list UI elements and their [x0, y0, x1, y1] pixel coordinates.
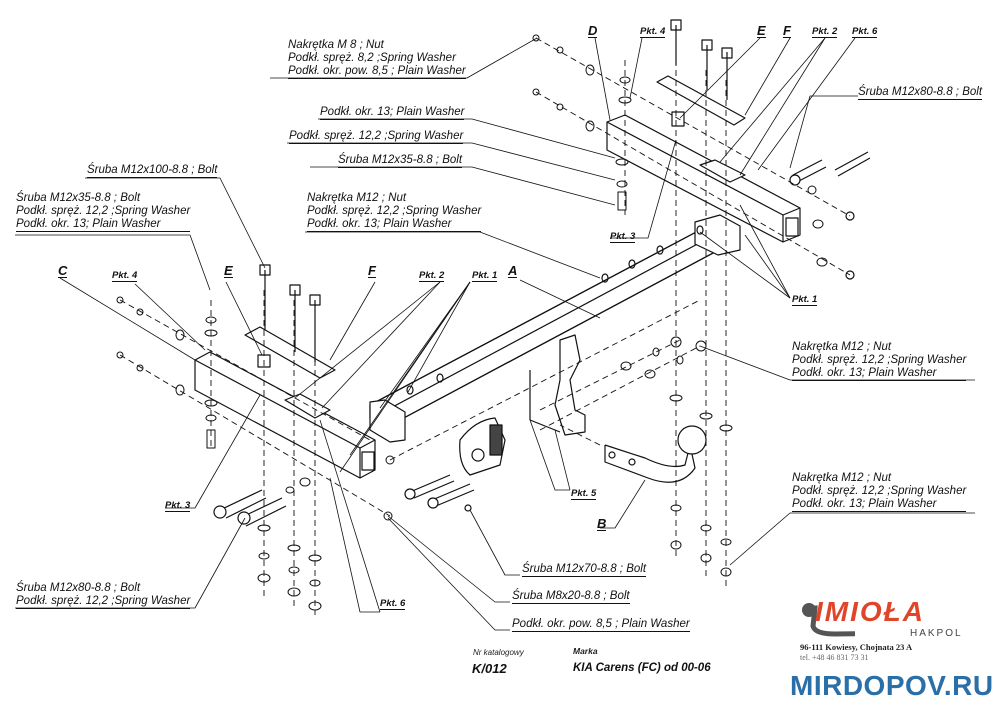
right-side-bolts	[789, 151, 871, 280]
bottom-left-bolts	[213, 474, 475, 527]
tow-hook-logo-icon	[802, 603, 855, 637]
callout-line: Podkł. spręż. 12,2 ;Spring Washer	[16, 595, 191, 609]
callout-line: Podkł. okr. 13; Plain Washer	[307, 218, 482, 232]
callout-center-nut-group: Nakrętka M12 ; Nut Podkł. spręż. 12,2 ;S…	[307, 192, 482, 232]
watermark: MIRDOPOV.RU	[790, 670, 994, 701]
callout-plain-washer-13: Podkł. okr. 13; Plain Washer	[320, 106, 465, 120]
part-letter-e-left: E	[224, 263, 233, 278]
assembly-axis-lines	[119, 37, 851, 615]
part-letter-f-right: F	[783, 23, 791, 38]
callout-left-bolt-group: Śruba M12x35-8.8 ; Bolt Podkł. spręż. 12…	[16, 192, 191, 232]
point-label-pkt1-right: Pkt. 1	[792, 294, 818, 306]
callout-line: Podkł. okr. 13; Plain Washer	[792, 498, 967, 512]
main-crossbar-a	[369, 214, 741, 443]
vehicle-model: KIA Carens (FC) od 00-06	[573, 662, 711, 674]
point-label-pkt2-left: Pkt. 2	[419, 270, 445, 282]
callout-line: Śruba M12x80-8.8 ; Bolt	[16, 582, 141, 594]
part-letter-d: D	[588, 23, 598, 38]
tow-ball-b	[604, 425, 707, 483]
catalog-number: K/012	[472, 661, 507, 676]
hook-mount-bracket	[529, 334, 586, 436]
callout-line: Podkł. spręż. 12,2 ;Spring Washer	[16, 205, 191, 217]
washer-stacks	[116, 34, 828, 611]
callout-bolt-m12x35-right: Śruba M12x35-8.8 ; Bolt	[338, 154, 463, 168]
point-label-pkt1-left: Pkt. 1	[472, 270, 498, 282]
callout-bolt-m12x70: Śruba M12x70-8.8 ; Bolt	[522, 563, 647, 577]
part-letter-a: A	[508, 263, 518, 278]
callout-bottom-left-group: Śruba M12x80-8.8 ; Bolt Podkł. spręż. 12…	[16, 582, 191, 609]
point-label-pkt3-right: Pkt. 3	[610, 231, 636, 243]
callout-line: Śruba M12x70-8.8 ; Bolt	[522, 563, 647, 577]
leader-lines	[15, 37, 975, 631]
callout-line: Podkł. spręż. 12,2 ;Spring Washer	[289, 130, 464, 144]
callout-line: Śruba M8x20-8.8 ; Bolt	[512, 590, 630, 604]
logo-subtitle: HAKPOL	[910, 628, 963, 639]
right-mounting-plate	[656, 19, 746, 183]
callout-line: Nakrętka M 8 ; Nut	[288, 39, 384, 51]
point-label-pkt2-right: Pkt. 2	[812, 26, 838, 38]
catalog-number-label: Nr katalogowy	[473, 648, 524, 657]
callout-line: Podkł. spręż. 12,2 ;Spring Washer	[792, 485, 967, 497]
callout-bolt-m12x100: Śruba M12x100-8.8 ; Bolt	[87, 164, 218, 178]
callout-line: Nakrętka M12 ; Nut	[792, 472, 892, 484]
callout-line: Śruba M12x100-8.8 ; Bolt	[87, 164, 218, 178]
callout-line: Podkł. spręż. 12,2 ;Spring Washer	[307, 205, 482, 217]
callout-bolt-m12x80-right: Śruba M12x80-8.8 ; Bolt	[858, 86, 983, 100]
point-label-pkt3-left: Pkt. 3	[165, 500, 191, 512]
callout-line: Podkł. okr. 13; Plain Washer	[16, 218, 191, 232]
point-label-pkt4-left: Pkt. 4	[112, 270, 138, 282]
point-label-pkt6-right: Pkt. 6	[852, 26, 878, 38]
callout-line: Nakrętka M12 ; Nut	[792, 341, 892, 353]
callout-line: Podkł. spręż. 8,2 ;Spring Washer	[288, 52, 456, 64]
brand-label: Marka	[573, 646, 598, 656]
crossbar-bolts	[406, 225, 704, 395]
left-bracket-c	[194, 351, 376, 479]
callout-spring-washer-12: Podkł. spręż. 12,2 ;Spring Washer	[289, 130, 464, 144]
callout-line: Podkł. spręż. 12,2 ;Spring Washer	[792, 354, 967, 366]
point-label-pkt6-left: Pkt. 6	[380, 598, 406, 610]
logo-brand-name: IMIOŁA	[815, 596, 925, 627]
callout-right-nut-group-1: Nakrętka M12 ; Nut Podkł. spręż. 12,2 ;S…	[792, 341, 967, 381]
callout-line: Podkł. okr. 13; Plain Washer	[320, 106, 465, 120]
callout-m8-nut-group: Nakrętka M 8 ; Nut Podkł. spręż. 8,2 ;Sp…	[288, 39, 466, 79]
part-letter-c: C	[58, 263, 68, 278]
part-letter-f-left: F	[368, 263, 376, 278]
point-label-pkt4-right: Pkt. 4	[640, 26, 666, 38]
callout-bolt-m8x20: Śruba M8x20-8.8 ; Bolt	[512, 590, 630, 604]
callout-line: Śruba M12x35-8.8 ; Bolt	[16, 192, 141, 204]
part-letter-e-right: E	[757, 23, 766, 38]
callout-plain-washer-85: Podkł. okr. pow. 8,5 ; Plain Washer	[512, 618, 690, 632]
callout-line: Podkł. okr. 13; Plain Washer	[792, 367, 967, 381]
electrical-socket-plate	[459, 417, 506, 476]
company-phone: tel. +48 46 831 73 31	[800, 653, 869, 662]
part-letter-b: B	[597, 516, 607, 531]
callout-right-nut-group-2: Nakrętka M12 ; Nut Podkł. spręż. 12,2 ;S…	[792, 472, 967, 512]
callout-line: Śruba M12x35-8.8 ; Bolt	[338, 154, 463, 168]
callout-line: Podkł. okr. pow. 8,5 ; Plain Washer	[288, 65, 466, 79]
callout-line: Podkł. okr. pow. 8,5 ; Plain Washer	[512, 618, 690, 632]
company-address: 96-111 Kowiesy, Chojnata 23 A	[800, 642, 913, 652]
callout-line: Nakrętka M12 ; Nut	[307, 192, 407, 204]
callout-line: Śruba M12x80-8.8 ; Bolt	[858, 86, 983, 100]
point-label-pkt5: Pkt. 5	[571, 488, 597, 500]
